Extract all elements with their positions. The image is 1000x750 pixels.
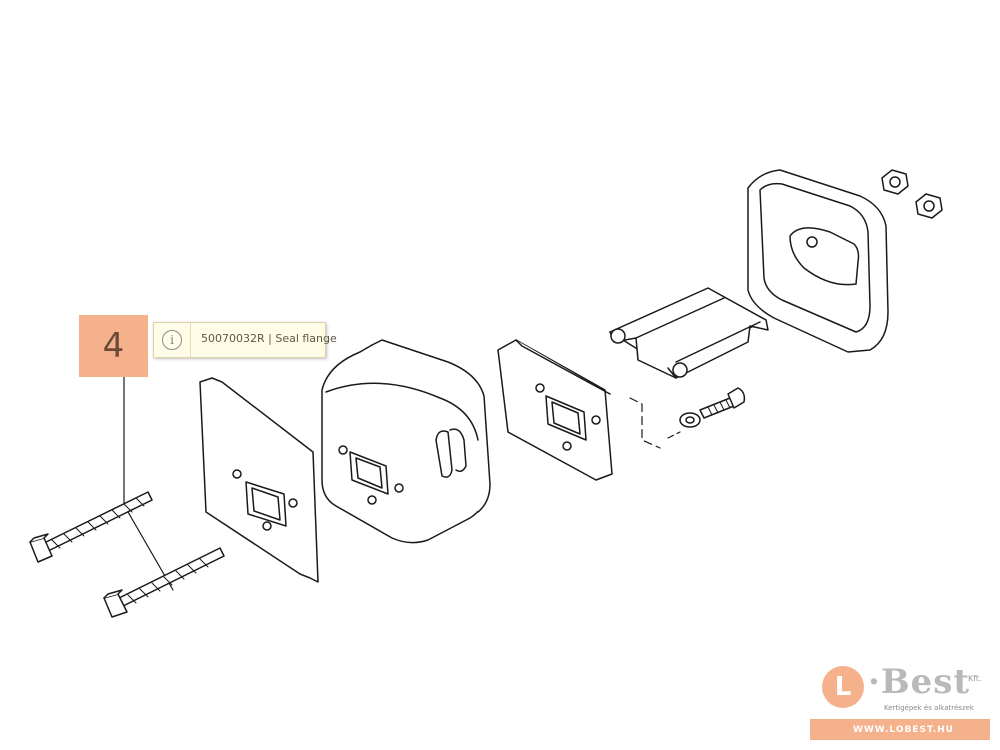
logo-tagline: Kertigépek és alkatrészek [884,704,974,712]
part-tooltip: i 50070032R | Seal flange [153,322,337,358]
logo-url-banner: WWW.LOBEST.HU [810,719,990,740]
muffler-cover-part[interactable] [747,169,889,353]
gasket-plate-part[interactable] [497,339,613,481]
tooltip-text: 50070032R | Seal flange [201,332,337,345]
callout-leader-lines [123,369,174,591]
nut-part[interactable] [915,193,943,219]
bracket-part[interactable] [609,287,769,379]
assembly-guide-lines [629,397,681,449]
callout-number: 4 [102,326,125,366]
seal-flange-part[interactable] [199,377,319,583]
part-number-callout[interactable]: 4 [79,315,148,377]
logo-legal-suffix: Kft. [968,674,982,683]
logo-mark: L [822,666,864,708]
washer-part[interactable] [679,412,701,428]
logo-brand-name: ·Best [868,662,971,702]
brand-watermark: L ·Best Kft. Kertigépek és alkatrészek W… [810,660,990,742]
muffler-housing-part[interactable] [321,339,491,544]
bolt-part[interactable] [103,547,225,618]
info-icon: i [162,330,182,350]
logo-url-text: WWW.LOBEST.HU [852,724,954,735]
logo-letter: L [834,672,852,702]
screw-part[interactable] [699,387,746,419]
nut-part[interactable] [881,169,909,195]
bolt-part[interactable] [29,491,153,563]
tooltip-divider [190,323,191,357]
